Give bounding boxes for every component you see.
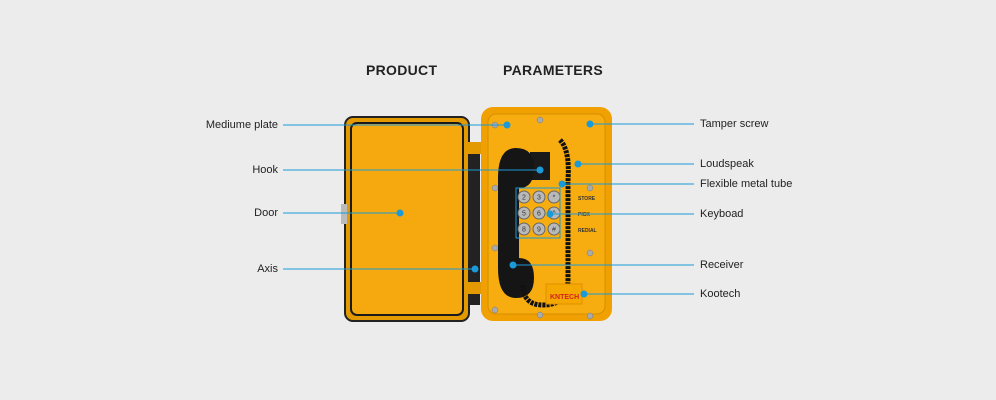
key-button <box>532 206 546 220</box>
callout-line-receiver <box>509 261 694 269</box>
door-image <box>341 116 470 322</box>
key-button <box>532 222 546 236</box>
callout-line-flexible-tube <box>558 180 694 188</box>
callout-line-mediume-plate <box>283 121 511 129</box>
key-button <box>517 206 531 220</box>
callout-line-hook <box>283 166 544 174</box>
callout-line-keyboad <box>515 187 694 239</box>
label-axis: Axis <box>257 263 278 275</box>
callout-line-door <box>283 209 404 217</box>
key-label: 5 <box>522 211 526 218</box>
key-label: * <box>553 195 556 202</box>
label-tamper-screw: Tamper screw <box>700 118 769 130</box>
function-label: PICK <box>578 212 590 218</box>
key-label: 6 <box>537 211 541 218</box>
label-kootech: Kootech <box>700 288 741 300</box>
label-mediume-plate: Mediume plate <box>205 119 278 131</box>
key-label: 2 <box>522 195 526 202</box>
key-button <box>517 190 531 204</box>
label-keyboad: Keyboad <box>700 208 744 220</box>
label-door: Door <box>254 207 278 219</box>
key-button <box>517 222 531 236</box>
key-label: 8 <box>522 227 526 234</box>
function-label: REDIAL <box>578 228 597 234</box>
brand-logo: KNTECH <box>550 294 579 301</box>
key-label: # <box>552 227 556 234</box>
heading-parameters: PARAMETERS <box>503 62 603 78</box>
key-label: 9 <box>537 227 541 234</box>
keypad: 23*56^89# <box>517 190 561 236</box>
label-loudspeak: Loudspeak <box>700 158 754 170</box>
key-label: 3 <box>537 195 541 202</box>
label-hook: Hook <box>252 164 278 176</box>
function-labels: STORE PICK REDIAL <box>578 196 597 234</box>
key-button <box>532 190 546 204</box>
callout-line-kootech <box>580 290 694 298</box>
heading-product: PRODUCT <box>366 62 438 78</box>
callout-line-tamper-screw <box>586 120 694 128</box>
label-receiver: Receiver <box>700 259 744 271</box>
hinge-axis <box>468 142 482 305</box>
callout-line-axis <box>283 265 479 273</box>
label-flexible-metal-tube: Flexible metal tube <box>700 178 793 190</box>
function-label: STORE <box>578 196 596 202</box>
callout-line-loudspeak <box>574 160 694 168</box>
